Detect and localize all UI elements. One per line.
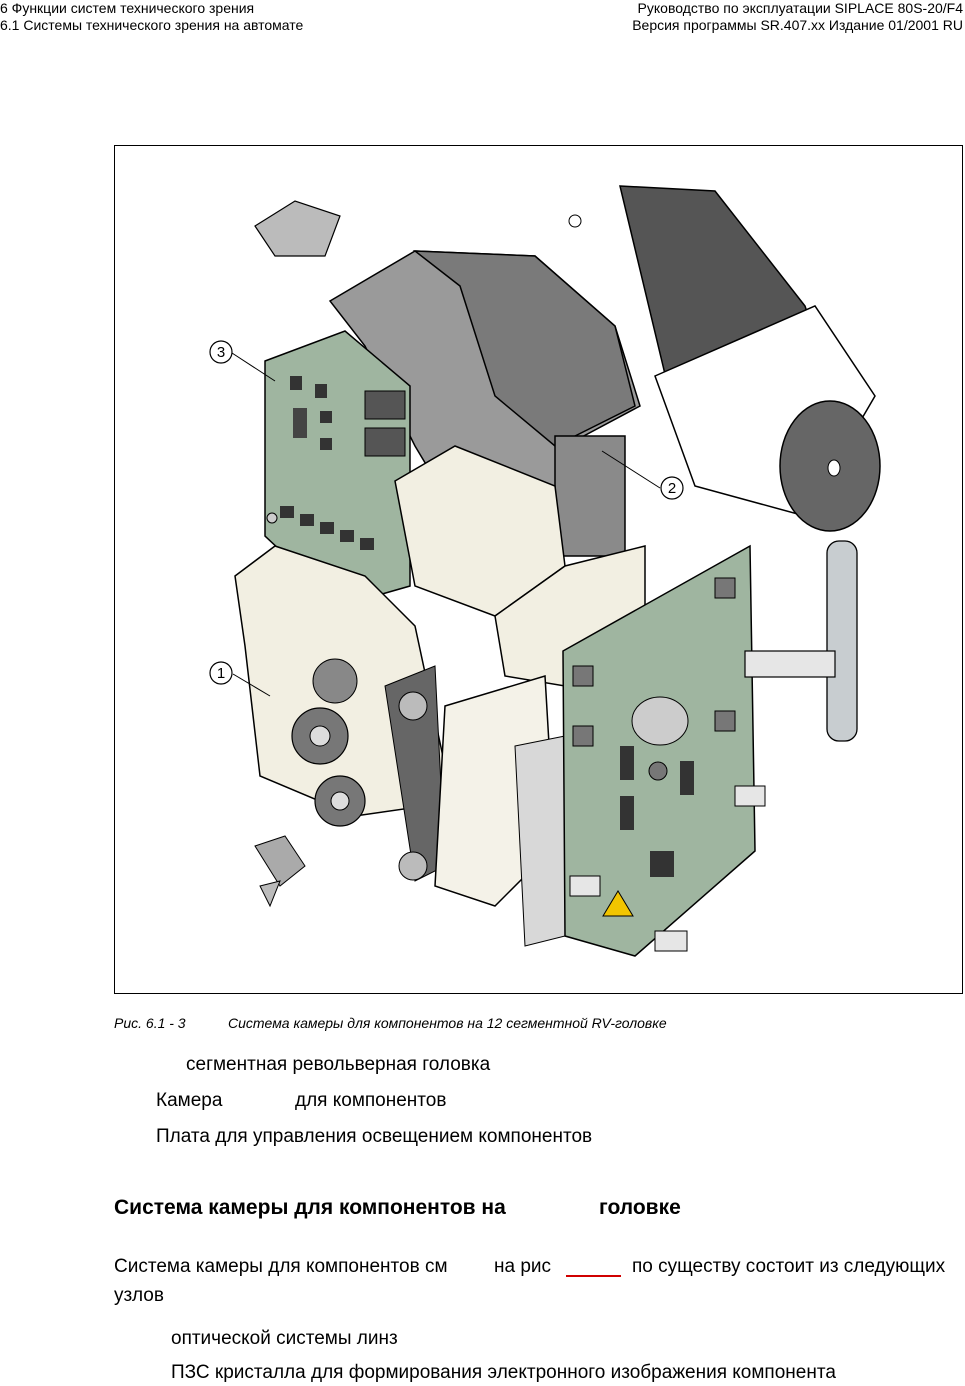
paragraph-part2: на рис	[494, 1256, 552, 1277]
list-item: ПЗС кристалла для формирования электронн…	[171, 1362, 836, 1383]
t-handle	[744, 540, 858, 742]
section-heading-part1: Система камеры для компонентов на	[114, 1196, 506, 1219]
revolver-head	[234, 545, 446, 908]
figure-frame: 3 1 2	[114, 145, 963, 994]
paragraph-part3: по существу состоит из следующих	[632, 1256, 946, 1277]
camera-system-illustration: 3 1 2	[209, 185, 881, 957]
paragraph-line2: узлов	[114, 1285, 164, 1306]
paragraph-part1: Система камеры для компонентов см	[114, 1256, 448, 1277]
header-chapter: 6 Функции систем технического зрения	[0, 0, 255, 16]
figure-caption-text: Система камеры для компонентов на 12 сег…	[228, 1015, 667, 1031]
housing-block	[254, 200, 641, 557]
callout-line-3	[231, 352, 276, 382]
spacer-bolt	[569, 875, 601, 897]
base-body	[434, 675, 566, 947]
legend-item-2-label: Камера	[156, 1090, 223, 1111]
illumination-board	[264, 330, 411, 607]
callout-line-1	[232, 673, 271, 697]
callout-1: 1	[209, 661, 233, 685]
control-board	[562, 544, 756, 957]
svg-text:1: 1	[217, 665, 225, 682]
list-item: оптической системы линз	[171, 1328, 398, 1349]
callout-line-2	[601, 450, 661, 489]
legend-item-1: сегментная револьверная головка	[186, 1054, 491, 1075]
figure-reference-link[interactable]	[566, 1259, 621, 1277]
header-version: Версия программы SR.407.xx Издание 01/20…	[632, 17, 963, 33]
svg-text:3: 3	[217, 344, 225, 361]
svg-text:2: 2	[668, 480, 676, 497]
motor-cylinder	[568, 185, 881, 532]
legend-item-2-text: для компонентов	[295, 1090, 447, 1111]
legend-item-3: Плата для управления освещением компонен…	[156, 1126, 593, 1147]
header-section: 6.1 Системы технического зрения на автом…	[0, 17, 304, 33]
section-heading-part2: головке	[599, 1196, 681, 1219]
header-manual-title: Руководство по эксплуатации SIPLACE 80S-…	[637, 0, 963, 16]
spacer-bolt	[734, 785, 766, 807]
callout-2: 2	[660, 476, 684, 500]
callout-3: 3	[209, 340, 233, 364]
figure-caption-number: Рис. 6.1 - 3	[114, 1015, 186, 1031]
spacer-bolt	[654, 930, 688, 952]
